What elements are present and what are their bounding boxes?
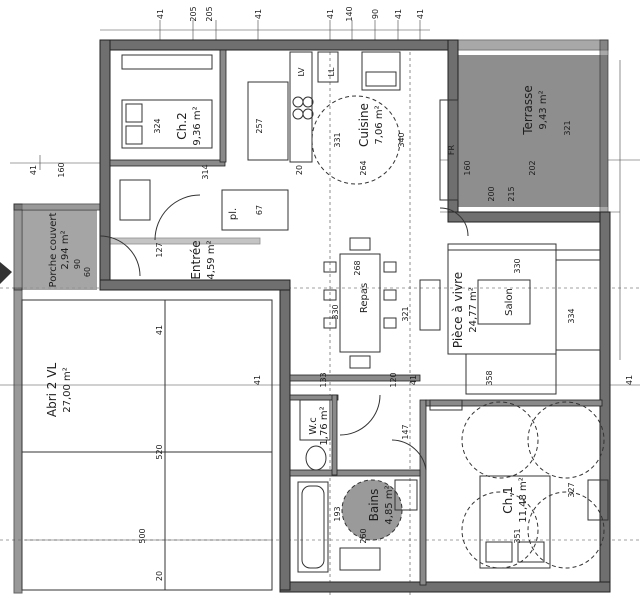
wc-area: 1,76 m² <box>319 406 330 445</box>
dim-top-2: 205 <box>205 6 214 21</box>
dim-top-7: 41 <box>394 9 403 19</box>
porche-area: 2,94 m² <box>60 230 71 269</box>
dim-268: 268 <box>353 260 362 275</box>
dim-340: 340 <box>397 132 406 147</box>
placard-label: pl. <box>228 208 239 220</box>
dim-60: 60 <box>83 267 92 277</box>
door-swings <box>99 207 469 277</box>
lave-vaisselle-label: LV <box>297 67 306 77</box>
frigo-label: FR <box>447 144 456 155</box>
dim-left-1: 41 <box>29 165 38 175</box>
entree-area: 4,59 m² <box>206 240 217 279</box>
dim-120: 120 <box>389 372 398 387</box>
salon-name: Salon <box>504 288 515 316</box>
dim-20b: 20 <box>155 571 164 581</box>
piece-vivre-area: 24,77 m² <box>468 287 479 333</box>
dim-top-6: 90 <box>371 9 380 19</box>
ch2-name: Ch.2 <box>175 112 189 139</box>
dim-260: 260 <box>359 528 368 543</box>
piece-vivre-name: Pièce à vivre <box>451 272 465 348</box>
dim-41c: 41 <box>409 375 418 385</box>
dim-321b: 321 <box>401 306 410 321</box>
dim-327: 327 <box>567 482 576 497</box>
dim-160: 160 <box>463 160 472 175</box>
dim-147: 147 <box>401 424 410 439</box>
bains-name: Bains <box>367 489 381 522</box>
dim-351: 351 <box>513 528 522 543</box>
dim-193: 193 <box>333 506 342 521</box>
wc-name: W.c <box>308 417 319 434</box>
dim-top-3: 41 <box>254 9 263 19</box>
dim-133: 133 <box>319 372 328 387</box>
ch2-furniture <box>119 54 289 241</box>
room-labels: Ch.2 9,36 m² Cuisine 7,06 m² Terrasse 9,… <box>45 67 549 525</box>
ch1-furniture <box>429 399 609 569</box>
terrasse-area: 9,43 m² <box>538 90 549 129</box>
dim-314: 314 <box>201 164 210 179</box>
dim-257: 257 <box>255 118 264 133</box>
ch1-area: 11,48 m² <box>518 477 529 523</box>
dim-90: 90 <box>73 259 82 269</box>
abri-area: 27,00 m² <box>62 367 73 413</box>
dim-41d: 41 <box>625 375 634 385</box>
dim-41a: 41 <box>155 325 164 335</box>
dining-furniture <box>323 237 441 369</box>
dimension-labels: 41 205 205 41 41 140 90 41 41 160 41 324… <box>29 6 634 581</box>
abri-structure <box>21 299 273 591</box>
entree-name: Entrée <box>189 240 203 279</box>
dim-334: 334 <box>567 308 576 323</box>
dim-264: 264 <box>359 160 368 175</box>
dim-20a: 20 <box>295 165 304 175</box>
dim-321a: 321 <box>563 120 572 135</box>
dim-127: 127 <box>155 242 164 257</box>
entrance-arrow-icon <box>0 262 12 284</box>
terrasse-name: Terrasse <box>521 85 535 136</box>
dim-top-0: 41 <box>156 9 165 19</box>
lave-linge-label: LL <box>327 67 336 76</box>
dim-top-5: 140 <box>345 6 354 21</box>
cuisine-area: 7,06 m² <box>374 105 385 144</box>
abri-name: Abri 2 VL <box>45 363 59 418</box>
repas-name: Repas <box>359 283 370 313</box>
dim-330b: 330 <box>331 304 340 319</box>
bains-area: 4,85 m² <box>384 485 395 524</box>
dim-top-1: 205 <box>189 6 198 21</box>
dim-324: 324 <box>153 118 162 133</box>
dim-67: 67 <box>255 205 264 215</box>
ch1-name: Ch.1 <box>501 486 515 513</box>
dim-358: 358 <box>485 370 494 385</box>
terrasse-floor <box>458 55 608 207</box>
dim-41b: 41 <box>253 375 262 385</box>
dim-215: 215 <box>507 186 516 201</box>
ch2-area: 9,36 m² <box>192 106 203 145</box>
salon-furniture <box>447 243 601 395</box>
dim-left-0: 160 <box>57 162 66 177</box>
dim-202: 202 <box>528 160 537 175</box>
dim-500: 500 <box>138 528 147 543</box>
dim-200: 200 <box>487 186 496 201</box>
kitchen-furniture <box>221 51 459 231</box>
dim-520: 520 <box>155 444 164 459</box>
exterior-walls <box>13 39 611 594</box>
dim-top-8: 41 <box>416 9 425 19</box>
porche-name: Porche couvert <box>48 212 59 287</box>
dim-330c: 330 <box>513 258 522 273</box>
porche-floor <box>22 210 97 290</box>
cuisine-name: Cuisine <box>357 103 371 147</box>
interior-walls <box>109 49 603 586</box>
bath-furniture <box>297 394 427 573</box>
dim-top-4: 41 <box>326 9 335 19</box>
dim-331: 331 <box>333 132 342 147</box>
